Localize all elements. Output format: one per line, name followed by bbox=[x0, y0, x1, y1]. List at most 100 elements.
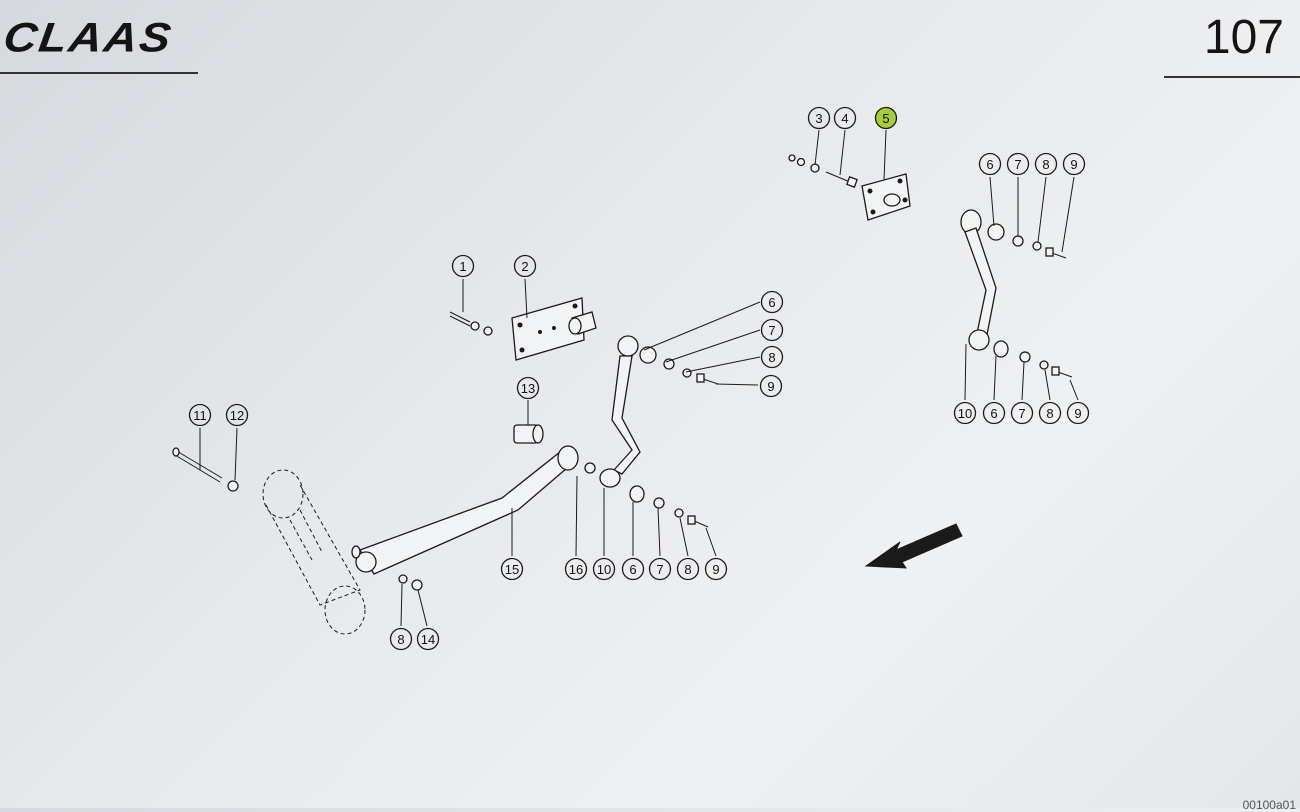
callout-circle bbox=[1038, 401, 1062, 425]
callout-c6r: 6 bbox=[978, 152, 1002, 176]
callout-label: 6 bbox=[986, 157, 993, 172]
callout-label: 1 bbox=[459, 259, 466, 274]
long-lever-arm bbox=[351, 445, 579, 575]
callout-circle bbox=[760, 318, 784, 342]
callout-circle bbox=[833, 106, 857, 130]
callout-label: 4 bbox=[841, 111, 848, 126]
callout-circle bbox=[516, 376, 540, 400]
callout-label: 8 bbox=[1046, 406, 1053, 421]
callout-label: 14 bbox=[421, 632, 435, 647]
bracket-assembly-top bbox=[788, 129, 911, 221]
callout-c10r: 10 bbox=[953, 401, 977, 425]
callout-circle bbox=[1010, 401, 1034, 425]
callout-circle bbox=[500, 557, 524, 581]
callout-circle bbox=[953, 401, 977, 425]
callout-label: 8 bbox=[684, 562, 691, 577]
callout-c9r: 9 bbox=[1062, 152, 1086, 176]
callout-label: 8 bbox=[1042, 157, 1049, 172]
callout-label: 6 bbox=[990, 406, 997, 421]
callout-c8s: 8 bbox=[1038, 401, 1062, 425]
callout-circle bbox=[760, 345, 784, 369]
callout-c7b: 7 bbox=[648, 557, 672, 581]
callout-c6a: 6 bbox=[760, 290, 784, 314]
callout-circle bbox=[621, 557, 645, 581]
callout-c9a: 9 bbox=[759, 374, 783, 398]
callout-c9s: 9 bbox=[1066, 401, 1090, 425]
callout-c14: 14 bbox=[416, 627, 440, 651]
callout-label: 12 bbox=[230, 408, 244, 423]
page-number: 107 bbox=[1203, 11, 1284, 64]
callout-circle bbox=[564, 557, 588, 581]
callout-c2: 2 bbox=[513, 254, 537, 278]
pin-rod bbox=[172, 427, 239, 492]
page-number-underline bbox=[1164, 76, 1300, 78]
callout-c10b: 10 bbox=[592, 557, 616, 581]
callout-label: 11 bbox=[193, 408, 207, 423]
callout-label: 10 bbox=[958, 406, 972, 421]
callout-label: 9 bbox=[767, 379, 774, 394]
callout-label: 7 bbox=[768, 323, 775, 338]
callout-c16: 16 bbox=[564, 557, 588, 581]
callout-c3: 3 bbox=[807, 106, 831, 130]
callout-circle bbox=[704, 557, 728, 581]
callout-label: 8 bbox=[397, 632, 404, 647]
callout-circle bbox=[1062, 152, 1086, 176]
callout-label: 3 bbox=[815, 111, 822, 126]
callout-label: 7 bbox=[656, 562, 663, 577]
callout-label: 9 bbox=[1074, 406, 1081, 421]
callout-c13: 13 bbox=[516, 376, 540, 400]
callout-c1: 1 bbox=[451, 254, 475, 278]
callout-label: 6 bbox=[768, 295, 775, 310]
callout-circle bbox=[1006, 152, 1030, 176]
callout-circle bbox=[1066, 401, 1090, 425]
callout-circle bbox=[416, 627, 440, 651]
footer-code: 00100a01 bbox=[1242, 798, 1296, 812]
callout-label: 5 bbox=[882, 111, 889, 126]
callout-circle bbox=[451, 254, 475, 278]
callout-circle bbox=[1034, 152, 1058, 176]
callout-circle bbox=[188, 403, 212, 427]
callout-circle bbox=[389, 627, 413, 651]
callout-c15: 15 bbox=[500, 557, 524, 581]
callout-circle bbox=[513, 254, 537, 278]
callout-c11: 11 bbox=[188, 403, 212, 427]
right-link-arm bbox=[960, 176, 1079, 401]
callout-label: 7 bbox=[1014, 157, 1021, 172]
callout-c6s: 6 bbox=[982, 401, 1006, 425]
arrow-down-left-icon bbox=[864, 523, 963, 569]
callout-circle bbox=[982, 401, 1006, 425]
callout-c8r: 8 bbox=[1034, 152, 1058, 176]
callout-c7a: 7 bbox=[760, 318, 784, 342]
callout-label: 9 bbox=[1070, 157, 1077, 172]
callout-label: 10 bbox=[597, 562, 611, 577]
callout-circle bbox=[978, 152, 1002, 176]
center-link-arm bbox=[599, 301, 761, 488]
callout-circle bbox=[807, 106, 831, 130]
callout-label: 7 bbox=[1018, 406, 1025, 421]
phantom-shaft bbox=[262, 469, 366, 635]
bushing bbox=[513, 400, 544, 444]
callout-label: 16 bbox=[569, 562, 583, 577]
lower-left-fasteners bbox=[398, 574, 428, 627]
callout-circle bbox=[760, 290, 784, 314]
callout-circle bbox=[592, 557, 616, 581]
bottom-fasteners bbox=[575, 462, 717, 557]
callout-label: 15 bbox=[505, 562, 519, 577]
callout-circle bbox=[759, 374, 783, 398]
callout-label: 13 bbox=[521, 381, 535, 396]
callout-c9b: 9 bbox=[704, 557, 728, 581]
callout-c5: 5 bbox=[874, 106, 898, 130]
callout-c8c: 8 bbox=[389, 627, 413, 651]
callout-label: 8 bbox=[768, 350, 775, 365]
callout-circle bbox=[676, 557, 700, 581]
callout-c8b: 8 bbox=[676, 557, 700, 581]
callout-c7r: 7 bbox=[1006, 152, 1030, 176]
callout-label: 9 bbox=[712, 562, 719, 577]
callout-circle bbox=[225, 403, 249, 427]
callout-circle bbox=[648, 557, 672, 581]
callout-c8a: 8 bbox=[760, 345, 784, 369]
callout-c12: 12 bbox=[225, 403, 249, 427]
